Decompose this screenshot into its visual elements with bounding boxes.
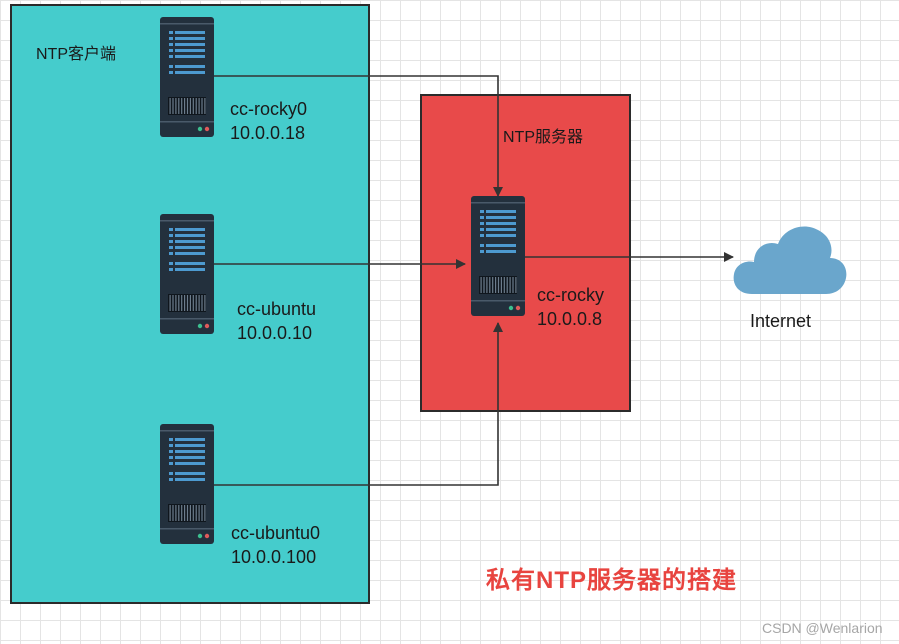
node-ip: 10.0.0.10 [237, 323, 313, 343]
node-ip: 10.0.0.18 [230, 123, 306, 143]
server-zone-label: NTP服务器 [503, 129, 584, 146]
node-name: cc-ubuntu0 [231, 523, 321, 543]
node-label-ubuntu0: cc-ubuntu0 10.0.0.100 [231, 521, 320, 569]
watermark: CSDN @Wenlarion [762, 620, 883, 636]
cloud-icon [732, 222, 848, 296]
client-zone-label: NTP客户端 [36, 46, 117, 63]
internet-label: Internet [750, 311, 812, 331]
diagram-caption: 私有NTP服务器的搭建 [486, 567, 737, 594]
node-name: cc-rocky [537, 285, 604, 305]
node-name: cc-ubuntu [237, 299, 317, 319]
server-icon [160, 424, 214, 544]
node-label-ubuntu: cc-ubuntu 10.0.0.10 [237, 297, 316, 345]
server-icon [160, 214, 214, 334]
node-label-rocky0: cc-rocky0 10.0.0.18 [230, 97, 307, 145]
node-ip: 10.0.0.100 [231, 547, 317, 567]
node-ip: 10.0.0.8 [537, 309, 603, 329]
node-name: cc-rocky0 [230, 99, 308, 119]
server-icon [160, 17, 214, 137]
node-label-server: cc-rocky 10.0.0.8 [537, 283, 604, 331]
server-icon [471, 196, 525, 316]
